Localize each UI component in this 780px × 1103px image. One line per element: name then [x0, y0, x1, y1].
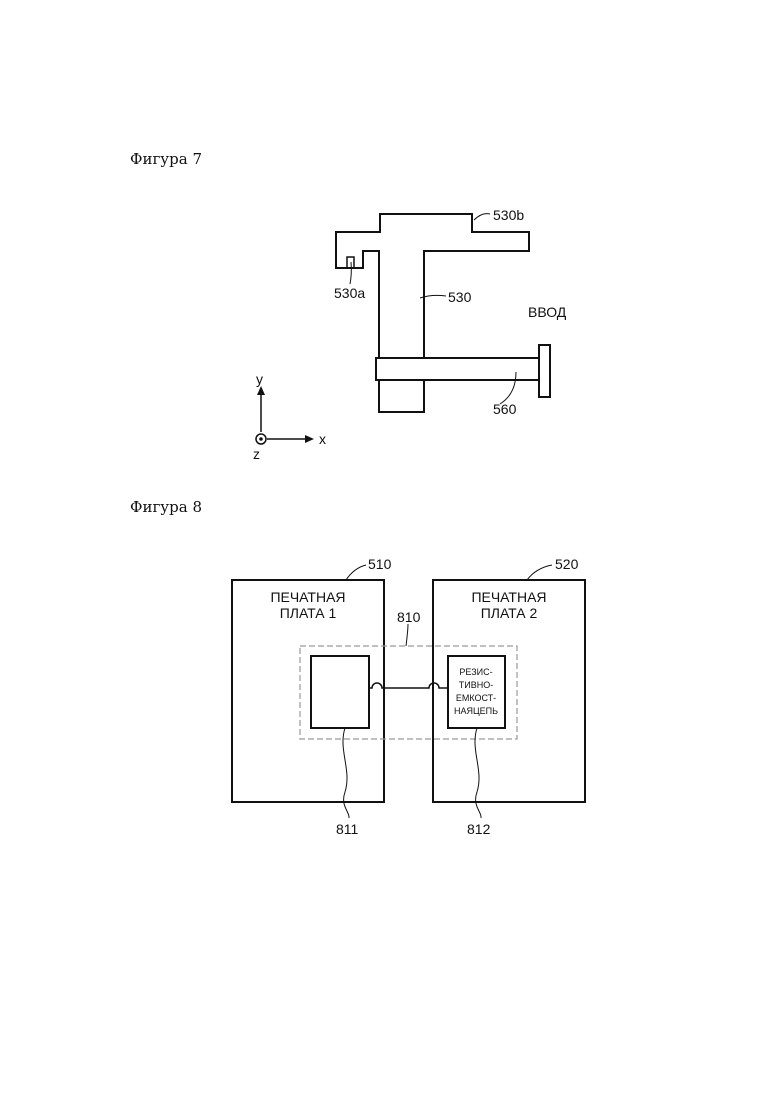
- leader-510: [346, 565, 366, 580]
- leader-810: [406, 624, 408, 646]
- part-530a-notch: [347, 257, 354, 268]
- connection-wire: [369, 683, 448, 688]
- leader-812: [475, 728, 481, 818]
- input-terminal: [539, 345, 550, 397]
- axis-label-y: y: [256, 371, 263, 387]
- board-1-title-line1: ПЕЧАТНАЯ: [270, 589, 345, 605]
- leader-530a: [350, 262, 351, 284]
- axis-label-z: z: [253, 446, 260, 462]
- board-1-title-line2: ПЛАТА 1: [280, 605, 337, 621]
- label-530b: 530b: [493, 207, 524, 223]
- figure7-drawing: 530b 530a 530 ВВОД 560 y x z: [253, 207, 567, 462]
- rc-label-line2: ТИВНО-: [459, 680, 493, 690]
- part-530-outline: [336, 214, 529, 412]
- ref-811: 811: [336, 821, 359, 837]
- leader-530b: [474, 214, 490, 220]
- z-axis-dot: [259, 437, 263, 441]
- ref-520: 520: [555, 556, 579, 572]
- rc-label-line3: ЕМКОСТ-: [456, 693, 496, 703]
- leader-811: [343, 728, 349, 818]
- figure8-drawing: ПЕЧАТНАЯ ПЛАТА 1 ПЕЧАТНАЯ ПЛАТА 2 РЕЗИС-…: [232, 556, 585, 837]
- ref-810: 810: [397, 609, 421, 625]
- board-2-title-line1: ПЕЧАТНАЯ: [471, 589, 546, 605]
- y-arrowhead: [257, 386, 265, 395]
- axis-label-x: x: [319, 431, 326, 447]
- component-811-box: [311, 656, 369, 728]
- x-arrowhead: [305, 435, 314, 443]
- label-530: 530: [448, 289, 472, 305]
- leader-520: [527, 565, 552, 580]
- label-input: ВВОД: [528, 304, 567, 320]
- board-2-title-line2: ПЛАТА 2: [481, 605, 538, 621]
- rc-label-line1: РЕЗИС-: [459, 667, 492, 677]
- label-530a: 530a: [334, 285, 365, 301]
- ref-812: 812: [467, 821, 491, 837]
- ref-510: 510: [368, 556, 392, 572]
- label-560: 560: [493, 401, 517, 417]
- rc-label-line4: НАЯЦЕПЬ: [454, 706, 498, 716]
